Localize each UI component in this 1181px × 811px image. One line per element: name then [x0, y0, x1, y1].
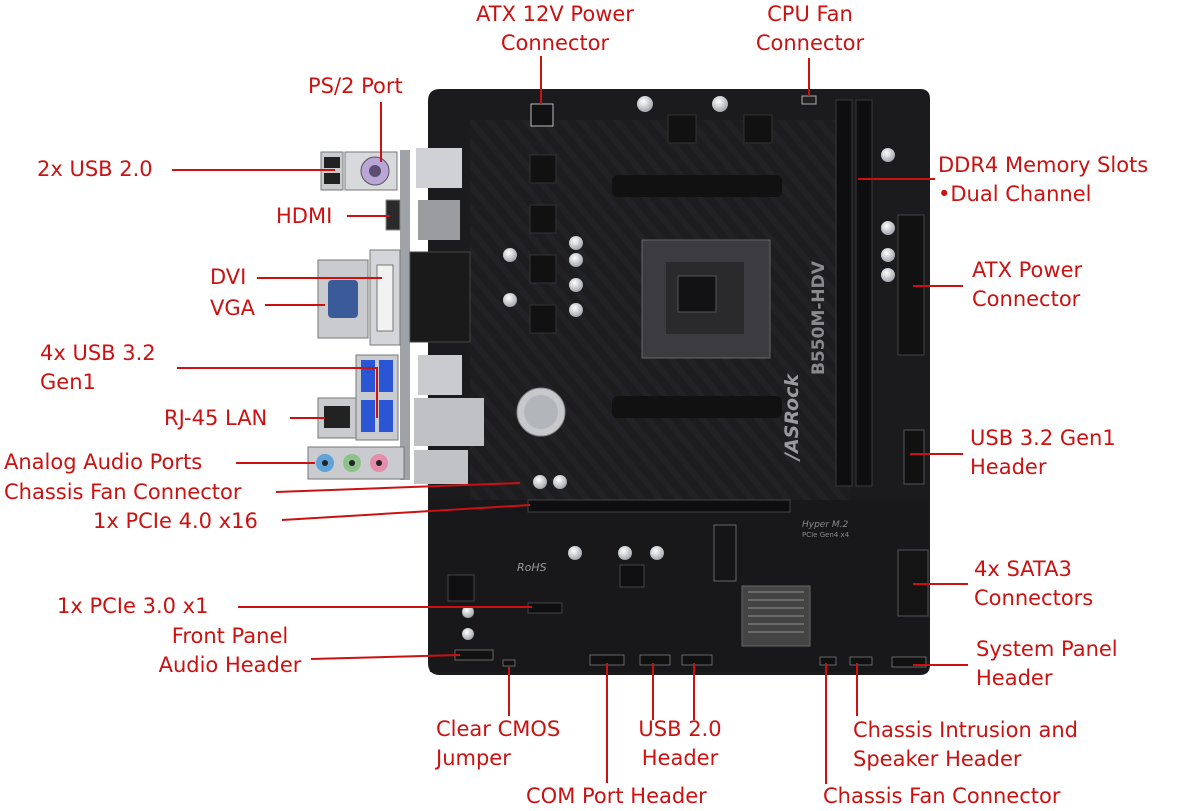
label-chassis-intrusion: Chassis Intrusion and Speaker Header — [853, 716, 1078, 774]
label-chassis-fan-left: Chassis Fan Connector — [4, 480, 242, 504]
label-pcie16: 1x PCIe 4.0 x16 — [93, 509, 258, 533]
label-ddr4-line2: •Dual Channel — [938, 182, 1092, 206]
pcie-x16-slot — [527, 499, 791, 513]
m2-slot — [713, 524, 737, 582]
label-front-audio-line2: Audio Header — [158, 653, 302, 677]
label-usb32-rear-line1: 4x USB 3.2 — [40, 341, 156, 365]
label-usb2-header-line1: USB 2.0 — [638, 717, 722, 741]
label-rj45: RJ-45 LAN — [164, 406, 268, 430]
clear-cmos-jumper — [502, 659, 516, 667]
label-clear-cmos-line1: Clear CMOS — [436, 717, 561, 741]
label-atx12v: ATX 12V Power Connector — [450, 0, 660, 58]
label-cpu-fan-line2: Connector — [755, 31, 865, 55]
label-atx12v-line1: ATX 12V Power — [476, 2, 634, 26]
dimm-slot-b — [855, 99, 873, 487]
front-audio-header — [454, 649, 494, 661]
label-dvi: DVI — [210, 265, 247, 289]
chassis-fan-header-bottom — [819, 656, 837, 666]
label-vga: VGA — [210, 296, 256, 320]
label-sata-line1: 4x SATA3 — [974, 557, 1072, 581]
label-ddr4: DDR4 Memory Slots •Dual Channel — [938, 151, 1148, 209]
label-cpu-fan: CPU Fan Connector — [735, 0, 885, 58]
rohs-mark: RoHS — [517, 561, 547, 574]
speaker-header — [849, 656, 873, 666]
label-pcie1: 1x PCIe 3.0 x1 — [57, 594, 209, 618]
label-usb32-rear-line2: Gen1 — [40, 370, 96, 394]
label-clear-cmos: Clear CMOS Jumper — [436, 715, 560, 773]
rear-usb2-port-1 — [324, 157, 340, 168]
board-brand: /ASRock — [781, 373, 803, 462]
label-ps2: PS/2 Port — [308, 74, 403, 98]
label-usb32-header-line1: USB 3.2 Gen1 — [970, 426, 1116, 450]
usb2-header-b — [681, 654, 713, 666]
label-cpu-fan-line1: CPU Fan — [767, 2, 853, 26]
hyper-m2-sub: PCIe Gen4 x4 — [802, 531, 850, 539]
rear-usb2-port-2 — [324, 173, 340, 184]
system-panel-header — [891, 656, 927, 668]
label-usb32-header-line2: Header — [970, 455, 1047, 479]
pcie-x1-slot — [527, 602, 563, 614]
label-usb2-rear: 2x USB 2.0 — [37, 157, 153, 181]
label-system-panel: System Panel Header — [976, 635, 1118, 693]
label-system-panel-line1: System Panel — [976, 637, 1118, 661]
io-shield — [400, 150, 410, 480]
board-model: B550M-HDV — [809, 260, 829, 375]
label-system-panel-line2: Header — [976, 666, 1053, 690]
label-clear-cmos-line2: Jumper — [436, 746, 511, 770]
label-atx-power-line1: ATX Power — [972, 258, 1083, 282]
label-ddr4-line1: DDR4 Memory Slots — [938, 153, 1149, 177]
leader-lines — [172, 56, 968, 784]
dimm-slot-a — [835, 99, 853, 487]
label-sata: 4x SATA3 Connectors — [974, 555, 1093, 613]
hyper-m2-title: Hyper M.2 — [802, 520, 849, 530]
label-chassis-fan-bottom: Chassis Fan Connector — [823, 784, 1061, 808]
label-audio-ports: Analog Audio Ports — [4, 450, 203, 474]
cpu-fan-header — [801, 95, 817, 105]
label-sata-line2: Connectors — [974, 586, 1094, 610]
label-atx-power: ATX Power Connector — [972, 256, 1082, 314]
label-front-audio: Front Panel Audio Header — [140, 622, 320, 680]
usb2-header-a — [639, 654, 671, 666]
label-usb32-header: USB 3.2 Gen1 Header — [970, 424, 1116, 482]
label-usb2-header: USB 2.0 Header — [625, 715, 735, 773]
label-atx12v-line2: Connector — [500, 31, 610, 55]
label-hdmi: HDMI — [276, 204, 333, 228]
pcb-lower-area — [430, 500, 928, 672]
label-com-port: COM Port Header — [526, 784, 707, 808]
atx12v-4pin — [530, 103, 554, 127]
label-usb2-header-line2: Header — [641, 746, 719, 770]
label-chassis-intrusion-line1: Chassis Intrusion and — [853, 718, 1078, 742]
label-usb32-rear: 4x USB 3.2 Gen1 — [40, 339, 156, 397]
label-chassis-intrusion-line2: Speaker Header — [853, 747, 1022, 771]
label-atx-power-line2: Connector — [972, 287, 1081, 311]
label-front-audio-line1: Front Panel — [171, 624, 289, 648]
usb32-header — [903, 429, 925, 485]
